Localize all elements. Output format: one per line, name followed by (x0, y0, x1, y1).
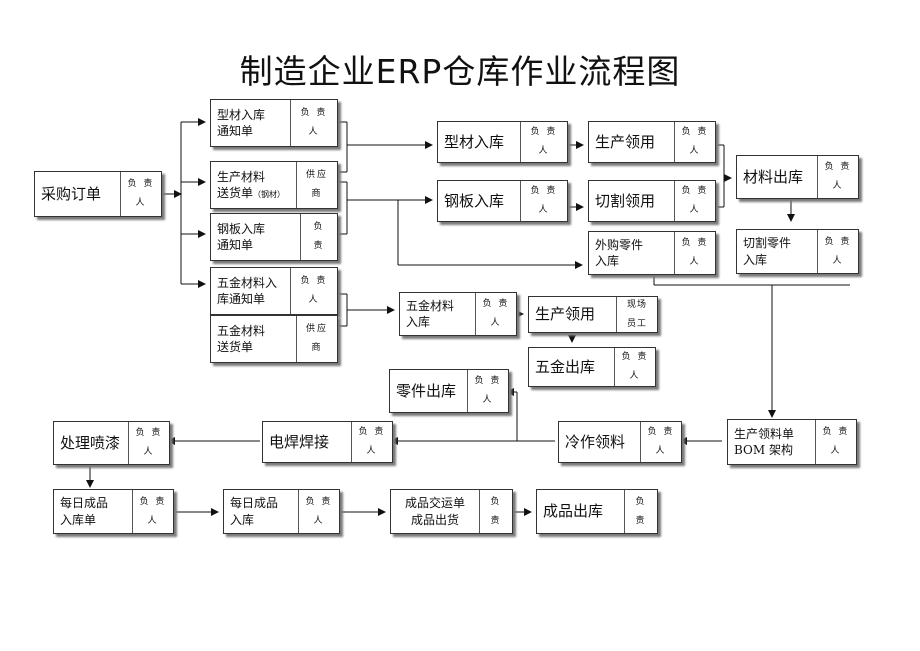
material-delivery-note-supplier: 供应 商 (296, 162, 337, 208)
daily-finished-receipt-form-label: 每日成品 入库单 (60, 496, 109, 527)
daily-finished-warehousing-box: 每日成品 入库 负 责 人 (223, 489, 340, 534)
cutting-requisition-box: 切割领用 负 责 人 (588, 180, 716, 222)
cutting-requisition-owner: 负 责 人 (674, 181, 715, 221)
painting-label: 处理喷漆 (60, 433, 121, 452)
production-requisition-label: 生产领用 (595, 132, 656, 151)
cut-parts-warehousing-owner: 负 责 人 (817, 230, 858, 273)
hardware-warehousing-label: 五金材料 入库 (406, 298, 455, 329)
hardware-warehousing-box: 五金材料 入库 负 责 人 (399, 292, 517, 336)
bom-requisition-label: 生产领料单 BOM 架构 (734, 426, 795, 457)
profile-receipt-notice-label: 型材入库 通知单 (217, 107, 266, 138)
finished-outbound-box: 成品出库 负 责 (536, 489, 658, 534)
steel-warehousing-label: 钢板入库 (444, 191, 505, 210)
purchase-order-label: 采购订单 (41, 184, 102, 203)
painting-owner: 负 责 人 (128, 422, 169, 464)
steel-warehousing-owner: 负 责 人 (520, 181, 567, 221)
parts-outbound-label: 零件出库 (396, 381, 457, 400)
purchase-order-box: 采购订单 负 责 人 (34, 171, 162, 217)
material-outbound-owner: 负 责 人 (817, 156, 858, 198)
purchase-order-owner: 负 责 人 (120, 172, 161, 216)
bom-requisition-box: 生产领料单 BOM 架构 负 责 人 (727, 419, 857, 465)
welding-box: 电焊焊接 负 责 人 (262, 421, 393, 463)
steel-receipt-notice-box: 钢板入库 通知单 负 责 (210, 213, 338, 261)
painting-box: 处理喷漆 负 责 人 (53, 421, 170, 465)
profile-warehousing-owner: 负 责 人 (520, 122, 567, 162)
cut-parts-warehousing-box: 切割零件 入库 负 责 人 (736, 229, 859, 274)
steel-receipt-notice-label: 钢板入库 通知单 (217, 221, 266, 252)
cutting-requisition-label: 切割领用 (595, 191, 656, 210)
profile-receipt-notice-box: 型材入库 通知单 负 责 人 (210, 99, 338, 147)
hardware-production-requisition-owner: 现场 员工 (616, 297, 657, 332)
welding-owner: 负 责 人 (351, 422, 392, 462)
finished-shipping-box: 成品交运单 成品出货 负 责 (390, 489, 513, 534)
diagram-title: 制造企业ERP仓库作业流程图 (239, 52, 681, 91)
material-delivery-note-steel-tag: （钢材） (253, 190, 286, 199)
hardware-outbound-label: 五金出库 (535, 357, 596, 376)
production-requisition-owner: 负 责 人 (674, 122, 715, 162)
profile-warehousing-label: 型材入库 (444, 132, 505, 151)
hardware-delivery-note-box: 五金材料 送货单 供应 商 (210, 315, 338, 363)
steel-receipt-notice-owner: 负 责 (300, 214, 337, 260)
hardware-production-requisition-label: 生产领用 (535, 305, 596, 324)
hardware-delivery-note-supplier: 供应 商 (296, 316, 337, 362)
finished-outbound-owner: 负 责 (624, 490, 657, 533)
bom-requisition-owner: 负 责 人 (815, 420, 856, 464)
hardware-receipt-notice-box: 五金材料入 库通知单 负 责 人 (210, 267, 338, 315)
purchased-parts-warehousing-box: 外购零件 入库 负 责 人 (588, 231, 716, 275)
finished-shipping-owner: 负 责 (479, 490, 512, 533)
steel-warehousing-box: 钢板入库 负 责 人 (437, 180, 568, 222)
cut-parts-warehousing-label: 切割零件 入库 (743, 236, 792, 267)
purchased-parts-warehousing-label: 外购零件 入库 (595, 237, 644, 268)
production-requisition-box: 生产领用 负 责 人 (588, 121, 716, 163)
material-outbound-box: 材料出库 负 责 人 (736, 155, 859, 199)
purchased-parts-warehousing-owner: 负 责 人 (674, 232, 715, 274)
hardware-receipt-notice-label: 五金材料入 库通知单 (217, 275, 278, 306)
material-delivery-note-main: 生产材料 送货单（钢材） (211, 162, 296, 208)
hardware-warehousing-owner: 负 责 人 (475, 293, 516, 335)
material-outbound-label: 材料出库 (743, 167, 804, 186)
hardware-delivery-note-label: 五金材料 送货单 (217, 323, 266, 354)
cold-work-requisition-box: 冷作领料 负 责 人 (558, 421, 682, 463)
profile-receipt-notice-owner: 负 责 人 (290, 100, 337, 146)
daily-finished-warehousing-label: 每日成品 入库 (230, 496, 279, 527)
cold-work-requisition-owner: 负 责 人 (640, 422, 681, 462)
finished-outbound-label: 成品出库 (543, 502, 604, 521)
parts-outbound-box: 零件出库 负 责 人 (389, 369, 509, 413)
hardware-outbound-box: 五金出库 负 责 人 (528, 347, 656, 387)
hardware-production-requisition-box: 生产领用 现场 员工 (528, 296, 658, 333)
hardware-receipt-notice-owner: 负 责 人 (290, 268, 337, 314)
material-delivery-note-label: 生产材料 送货单 (217, 169, 266, 200)
material-delivery-note-box: 生产材料 送货单（钢材） 供应 商 (210, 161, 338, 209)
daily-finished-receipt-form-box: 每日成品 入库单 负 责 人 (53, 489, 174, 534)
welding-label: 电焊焊接 (269, 432, 330, 451)
daily-finished-receipt-form-owner: 负 责 人 (132, 490, 173, 533)
cold-work-requisition-label: 冷作领料 (565, 432, 626, 451)
hardware-outbound-owner: 负 责 人 (614, 348, 655, 386)
finished-shipping-label: 成品交运单 成品出货 (404, 496, 465, 527)
parts-outbound-owner: 负 责 人 (467, 370, 508, 412)
daily-finished-warehousing-owner: 负 责 人 (298, 490, 339, 533)
profile-warehousing-box: 型材入库 负 责 人 (437, 121, 568, 163)
